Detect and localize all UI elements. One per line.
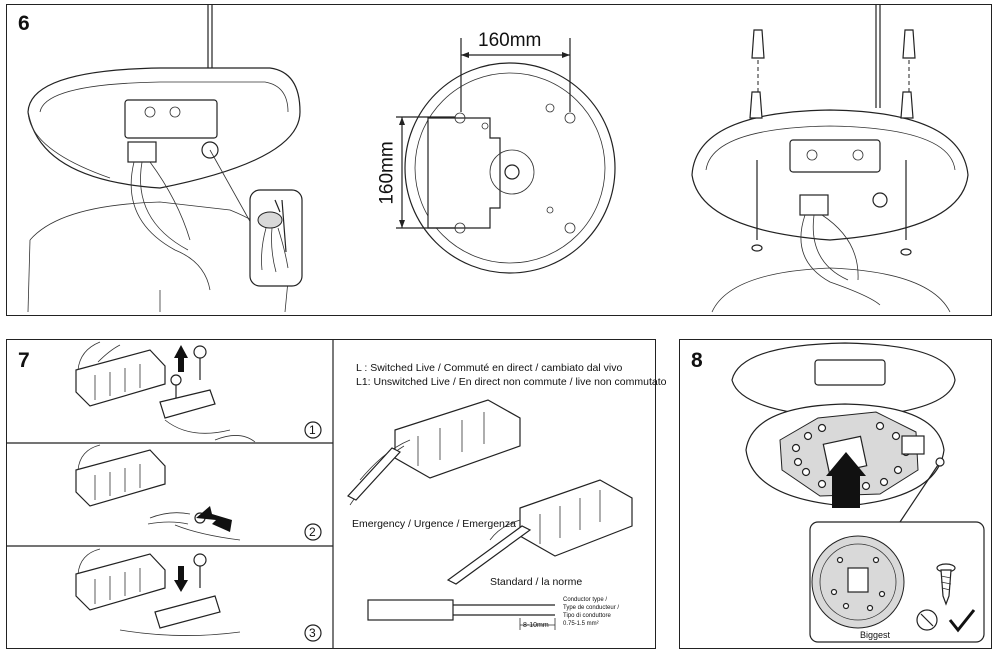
conductor-type-line-1: Conductor type / bbox=[563, 597, 608, 603]
legend-unswitched-live: L1: Unswitched Live / En direct non comm… bbox=[356, 376, 667, 388]
connector-clamp-removal-drawing bbox=[75, 341, 256, 443]
emergency-connector-drawing bbox=[347, 399, 521, 506]
cable-insertion-drawing bbox=[75, 444, 241, 541]
biggest-label: Biggest bbox=[860, 630, 891, 640]
cable-grommet-detail bbox=[249, 189, 303, 287]
strip-length-label: 8-10mm bbox=[523, 622, 549, 629]
detail-inset bbox=[809, 521, 985, 643]
step-7-number: 7 bbox=[18, 349, 30, 372]
ceiling-base-wiring-drawing bbox=[27, 5, 301, 313]
step-6-number: 6 bbox=[18, 12, 30, 35]
conductor-strip-drawing bbox=[367, 599, 556, 630]
step-8-number: 8 bbox=[691, 349, 703, 372]
dimension-horizontal-label: 160mm bbox=[478, 30, 542, 51]
standard-connector-drawing bbox=[446, 479, 633, 585]
screw-icon bbox=[936, 563, 956, 606]
sub-step-2-number: 2 bbox=[309, 525, 316, 539]
base-plate-dimension-drawing bbox=[396, 38, 616, 274]
base-fixing-screws-drawing bbox=[691, 5, 969, 313]
clamp-fasten-drawing bbox=[75, 548, 241, 636]
screw-head-icon bbox=[916, 609, 938, 631]
standard-label: Standard / la norme bbox=[490, 576, 583, 588]
legend-switched-live: L : Switched Live / Commuté en direct / … bbox=[356, 362, 623, 374]
conductor-type-line-4: 0.75-1.5 mm² bbox=[563, 621, 599, 627]
emergency-label: Emergency / Urgence / Emergenza bbox=[352, 518, 516, 530]
conductor-type-line-2: Type de conducteur / bbox=[563, 605, 620, 611]
sub-step-1-number: 1 bbox=[309, 423, 316, 437]
sub-step-3-number: 3 bbox=[309, 626, 316, 640]
check-icon bbox=[948, 609, 976, 633]
led-module-install-drawing bbox=[731, 342, 956, 523]
conductor-type-line-3: Tipo di conduttore bbox=[563, 613, 611, 619]
